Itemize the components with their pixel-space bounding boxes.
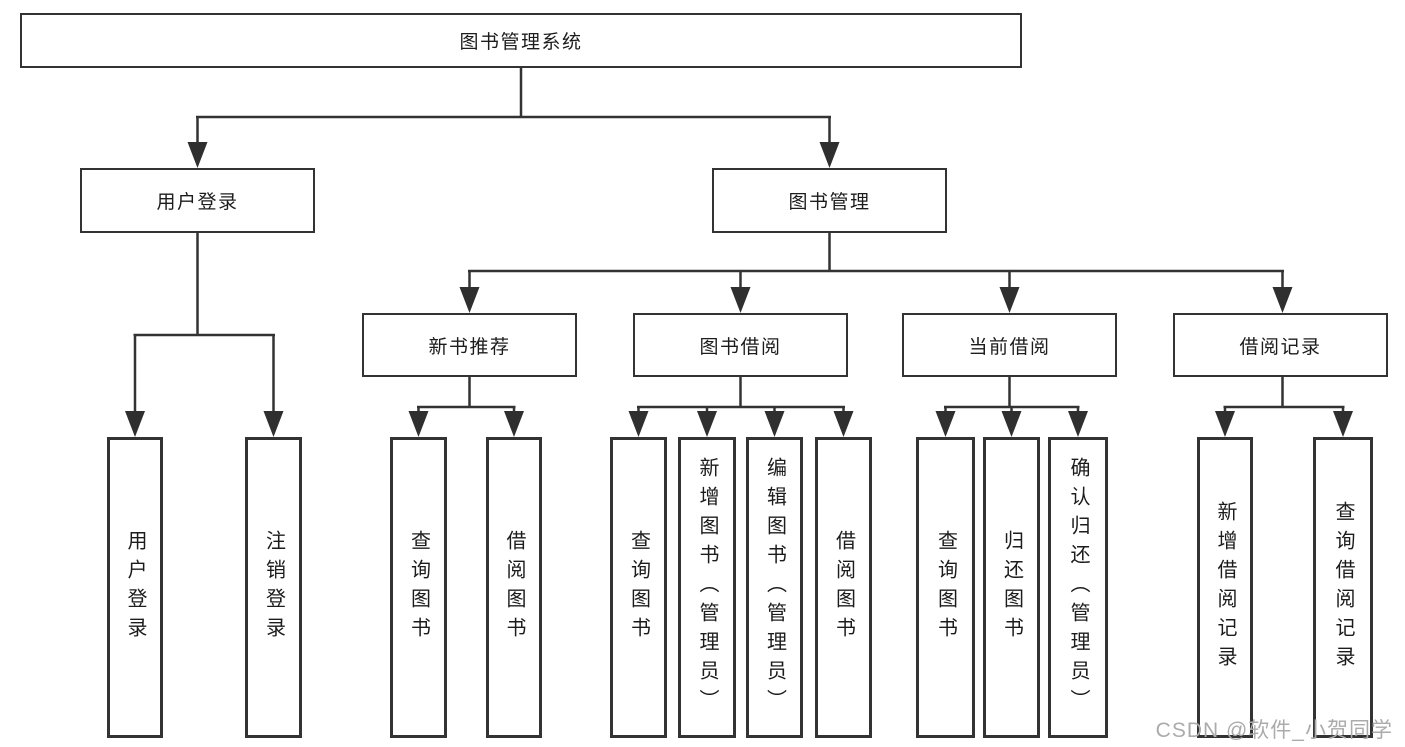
node-borrow-records: 借阅记录 <box>1173 313 1388 377</box>
node-user-login: 用户登录 <box>80 168 315 233</box>
node-label: 借阅图书 <box>832 529 855 646</box>
leaf-confirm-return-admin: 确认归还（管理员） <box>1048 437 1108 738</box>
node-current-borrow: 当前借阅 <box>902 313 1117 377</box>
node-label: 查询图书 <box>934 529 957 646</box>
node-label: 图书管理系统 <box>459 32 583 53</box>
node-new-book-recommend: 新书推荐 <box>362 313 577 377</box>
node-book-borrow: 图书借阅 <box>633 313 848 377</box>
leaf-user-login: 用户登录 <box>107 437 163 738</box>
node-label: 新增借阅记录 <box>1214 500 1236 675</box>
node-label: 用户登录 <box>124 529 146 646</box>
leaf-return-book: 归还图书 <box>983 437 1040 738</box>
leaf-logout: 注销登录 <box>245 437 302 738</box>
leaf-query-borrow-record: 查询借阅记录 <box>1313 437 1373 738</box>
leaf-query-books-2: 查询图书 <box>610 437 667 738</box>
csdn-watermark: CSDN @软件_小贺同学 <box>1155 719 1393 742</box>
node-label: 编辑图书（管理员） <box>763 457 786 718</box>
node-label: 查询借阅记录 <box>1332 500 1354 675</box>
leaf-query-books-3: 查询图书 <box>916 437 975 738</box>
leaf-edit-book-admin: 编辑图书（管理员） <box>746 437 803 738</box>
node-library-management-system: 图书管理系统 <box>20 13 1022 68</box>
node-label: 新增图书（管理员） <box>696 457 718 718</box>
node-label: 用户登录 <box>156 192 239 213</box>
node-label: 确认归还（管理员） <box>1067 457 1089 718</box>
leaf-query-books-1: 查询图书 <box>390 437 447 738</box>
node-label: 归还图书 <box>1000 529 1023 646</box>
node-label: 查询图书 <box>627 529 650 646</box>
node-label: 借阅图书 <box>503 529 525 646</box>
node-book-management: 图书管理 <box>712 168 947 233</box>
leaf-borrow-books-1: 借阅图书 <box>486 437 542 738</box>
node-label: 当前借阅 <box>968 336 1051 358</box>
node-label: 注销登录 <box>262 529 285 646</box>
node-label: 新书推荐 <box>428 336 511 358</box>
node-label: 图书借阅 <box>699 336 782 358</box>
leaf-add-borrow-record: 新增借阅记录 <box>1197 437 1253 738</box>
leaf-borrow-books-2: 借阅图书 <box>815 437 872 738</box>
leaf-add-book-admin: 新增图书（管理员） <box>678 437 736 738</box>
node-label: 图书管理 <box>788 192 871 213</box>
node-label: 查询图书 <box>407 529 430 646</box>
node-label: 借阅记录 <box>1239 336 1322 358</box>
